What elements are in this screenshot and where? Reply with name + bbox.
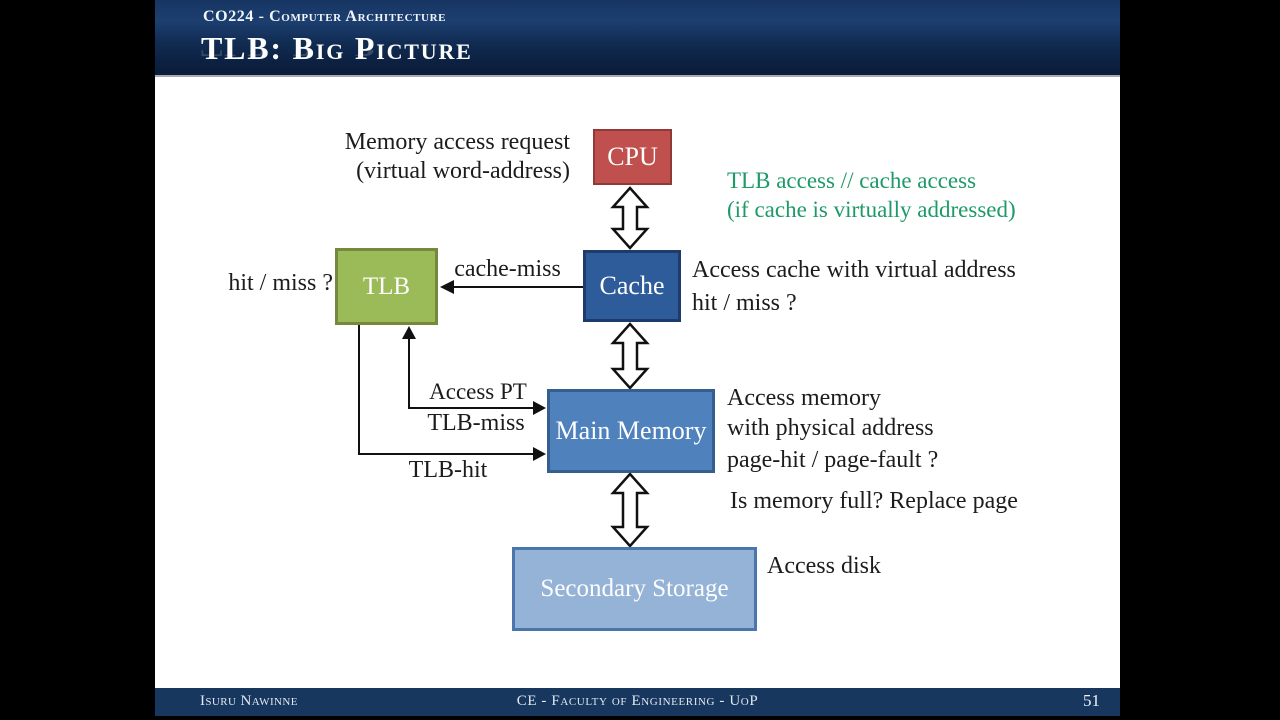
access-memory-line1: Access memory (727, 385, 881, 411)
slide-title-reflection: TLB: Big Picture (201, 50, 473, 64)
cache-box: Cache (583, 250, 681, 322)
secondary-storage-box: Secondary Storage (512, 547, 757, 631)
tlb-access-note: TLB access // cache access (if cache is … (727, 166, 1016, 224)
slide: CO224 - Computer Architecture TLB: Big P… (155, 0, 1120, 716)
access-memory-line2: with physical address (727, 415, 934, 441)
tlb-miss-arrowhead-up (402, 326, 416, 339)
footer-author: Isuru Nawinne (200, 693, 298, 709)
tlb-box-label: TLB (362, 272, 411, 300)
access-disk-label: Access disk (767, 553, 881, 579)
main-memory-box-label: Main Memory (555, 416, 707, 445)
memory-request-line1: Memory access request (344, 129, 570, 155)
course-code: CO224 - Computer Architecture (203, 8, 447, 25)
access-cache-line2: hit / miss ? (692, 290, 797, 316)
cache-memory-double-arrow (610, 322, 650, 390)
cpu-box-label: CPU (607, 142, 658, 171)
slide-footer: Isuru Nawinne CE - Faculty of Engineerin… (155, 688, 1120, 716)
cpu-box: CPU (593, 129, 672, 185)
tlb-access-note-line1: TLB access // cache access (727, 168, 977, 193)
tlb-hit-label: TLB-hit (408, 457, 488, 483)
footer-institution: CE - Faculty of Engineering - UoP (516, 693, 759, 709)
page-number: 51 (1083, 691, 1100, 710)
page-hit-fault-label: page-hit / page-fault ? (727, 447, 939, 473)
slide-header: CO224 - Computer Architecture TLB: Big P… (155, 0, 1120, 77)
cache-box-label: Cache (599, 271, 665, 300)
access-cache-line1: Access cache with virtual address (692, 257, 1016, 283)
tlb-hit-miss-question: hit / miss ? (228, 270, 333, 296)
access-pt-label: Access PT (429, 379, 527, 404)
slide-title: TLB: Big Picture (201, 30, 473, 66)
access-cache-note: Access cache with virtual address hit / … (692, 254, 1016, 320)
access-memory-note: Access memory with physical address (727, 383, 934, 443)
cpu-cache-double-arrow (610, 186, 650, 250)
cache-miss-label: cache-miss (454, 256, 561, 282)
tlb-box: TLB (335, 248, 438, 325)
memory-storage-double-arrow (610, 472, 650, 548)
memory-request-note: Memory access request (virtual word-addr… (290, 128, 570, 186)
tlb-hit-arrowhead-right (533, 447, 546, 461)
main-memory-box: Main Memory (547, 389, 715, 473)
tlb-miss-label: TLB-miss (427, 410, 525, 436)
memory-request-line2: (virtual word-address) (356, 158, 570, 184)
tlb-access-note-line2: (if cache is virtually addressed) (727, 197, 1016, 222)
memory-full-note: Is memory full? Replace page (730, 488, 1018, 514)
secondary-storage-box-label: Secondary Storage (540, 575, 729, 602)
